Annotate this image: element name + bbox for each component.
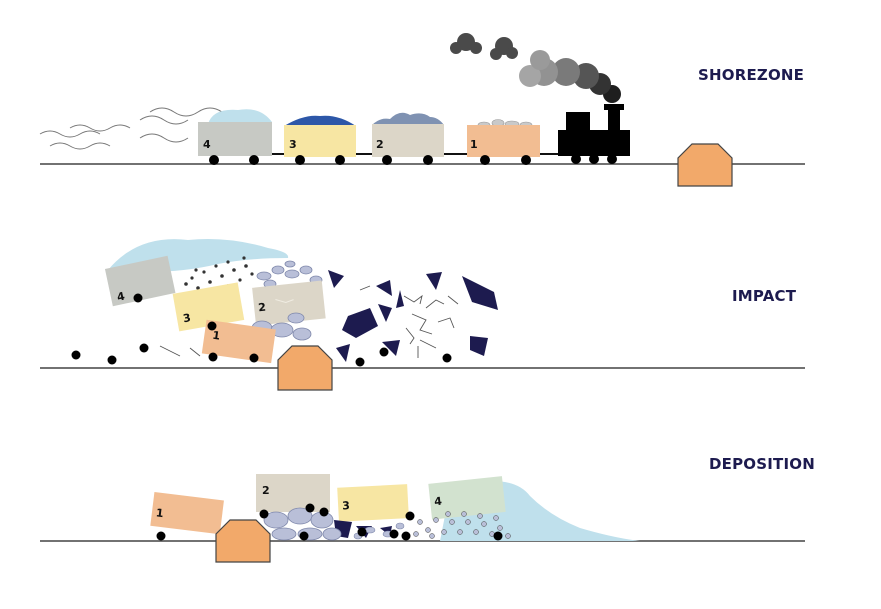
barrier [277, 345, 333, 391]
car-number: 1 [212, 329, 221, 343]
deposition-car-4: 4 [428, 476, 506, 520]
deposition-car-2: 2 [256, 474, 330, 512]
deposition-scene: 4 3 2 [40, 474, 805, 563]
barrier [215, 519, 271, 563]
deposition-car-1: 1 [150, 491, 224, 535]
impact-car-2: 2 [252, 280, 326, 326]
crack-lines [159, 285, 459, 358]
impact-car-1: 1 [201, 319, 276, 364]
ice-blocks [328, 270, 498, 362]
impact-car-4: 4 [104, 255, 176, 307]
car-number: 1 [155, 506, 164, 520]
stage-label-deposition: DEPOSITION [709, 455, 815, 473]
locomotive [558, 104, 630, 164]
stage-label-shorezone: SHOREZONE [698, 66, 805, 84]
impact-stones [256, 260, 323, 289]
car-number: 2 [262, 484, 270, 497]
barrier [677, 143, 733, 187]
deposition-car-3: 3 [337, 484, 409, 522]
car-number: 1 [470, 138, 478, 151]
train-car-2: 2 [372, 112, 444, 165]
car-number: 4 [434, 495, 443, 509]
car-number: 2 [376, 138, 384, 151]
stage-label-impact: IMPACT [732, 287, 797, 305]
train-car-3: 3 [284, 115, 356, 165]
impact-car-3: 3 [172, 282, 245, 332]
deposition-wheels [156, 503, 503, 541]
wind-lines [39, 107, 223, 150]
train-car-4: 4 [198, 109, 272, 165]
gravel-deposit [413, 511, 511, 539]
car-number: 2 [258, 301, 267, 315]
impact-scene: 4 3 2 [40, 239, 805, 391]
train-car-1: 1 [467, 119, 540, 165]
car-number: 4 [203, 138, 211, 151]
car-number: 3 [182, 311, 192, 325]
shorezone-scene: 4 3 2 1 [39, 33, 805, 187]
car-number: 4 [116, 290, 127, 304]
car-number: 3 [342, 499, 350, 512]
car-number: 3 [289, 138, 297, 151]
smoke-plume [450, 33, 621, 103]
loose-wheels [71, 293, 452, 367]
